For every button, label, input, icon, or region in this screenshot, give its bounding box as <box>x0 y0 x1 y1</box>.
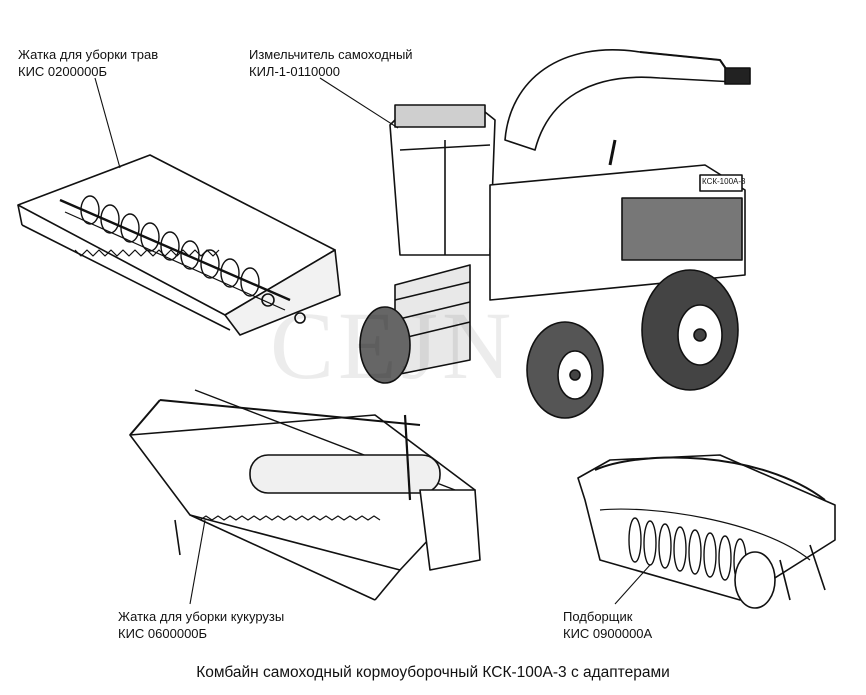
callout-pickup-name: Подборщик <box>563 609 633 624</box>
chopper-illustration <box>359 49 751 419</box>
callout-grass-header-code: КИС 0200000Б <box>18 64 108 79</box>
corn-header-illustration <box>129 389 481 601</box>
callout-corn-header: Жатка для уборки кукурузы КИС 0600000Б <box>118 608 284 642</box>
leader-lines <box>94 77 651 605</box>
callout-chopper: Измельчитель самоходный КИЛ-1-0110000 <box>249 46 413 80</box>
callout-corn-header-name: Жатка для уборки кукурузы <box>118 609 285 624</box>
callout-pickup: Подборщик КИС 0900000А <box>563 608 652 642</box>
callout-pickup-code: КИС 0900000А <box>563 626 653 641</box>
callout-corn-header-code: КИС 0600000Б <box>118 626 208 641</box>
callout-chopper-name: Измельчитель самоходный <box>249 47 413 62</box>
watermark: CEJN <box>270 292 516 399</box>
callout-grass-header: Жатка для уборки трав КИС 0200000Б <box>18 46 158 80</box>
grass-header-illustration <box>17 154 341 336</box>
callout-chopper-code: КИЛ-1-0110000 <box>249 64 340 79</box>
pickup-illustration <box>577 454 836 609</box>
figure-caption: Комбайн самоходный кормоуборочный КСК-10… <box>196 664 670 681</box>
callout-grass-header-name: Жатка для уборки трав <box>18 47 159 62</box>
badge-ksk: КСК-100А-3 <box>702 177 746 186</box>
